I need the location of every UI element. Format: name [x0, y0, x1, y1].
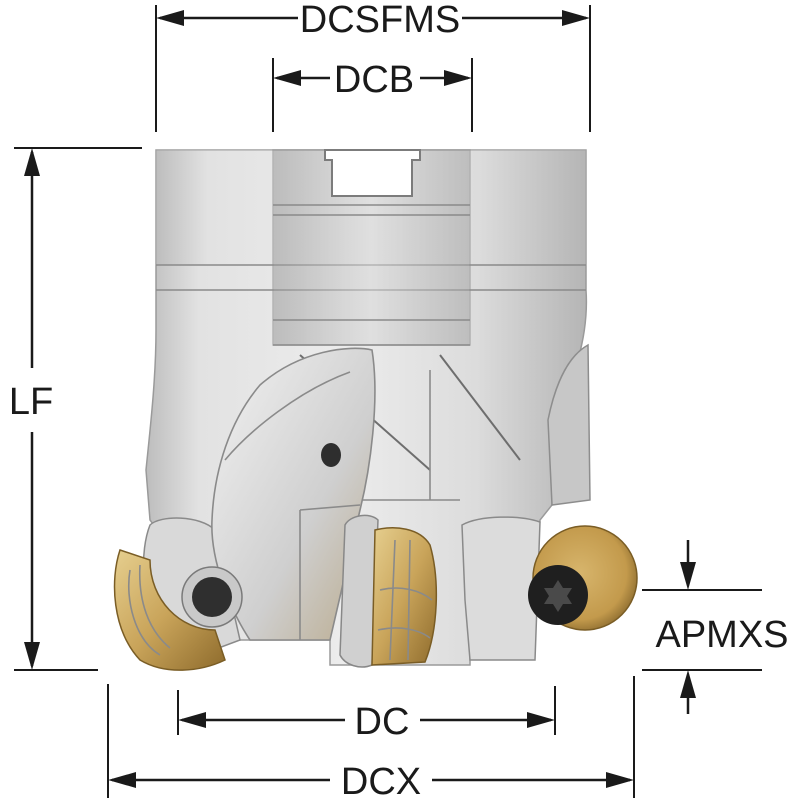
dimension-dcsfms: DCSFMS	[155, 0, 591, 132]
label-lf: LF	[9, 381, 53, 423]
label-dc: DC	[355, 701, 410, 743]
label-dcsfms: DCSFMS	[300, 0, 460, 41]
dimension-lf: LF	[9, 147, 142, 671]
keyway-slot	[324, 149, 421, 197]
right-pocket-boss	[461, 516, 541, 661]
label-dcx: DCX	[341, 761, 421, 800]
label-apmxs: APMXS	[655, 614, 788, 656]
right-insert	[528, 525, 638, 631]
insert-flank	[211, 347, 376, 641]
torx-icon	[544, 580, 572, 612]
dimension-dcx: DCX	[107, 676, 635, 800]
right-flute	[547, 343, 591, 506]
left-insert	[113, 549, 243, 671]
dimension-apmxs: APMXS	[642, 540, 789, 714]
dimension-dcb: DCB	[272, 58, 473, 132]
dimension-dc: DC	[177, 686, 556, 743]
coolant-hole	[321, 443, 341, 467]
center-insert	[339, 514, 438, 668]
label-dcb: DCB	[334, 59, 414, 101]
